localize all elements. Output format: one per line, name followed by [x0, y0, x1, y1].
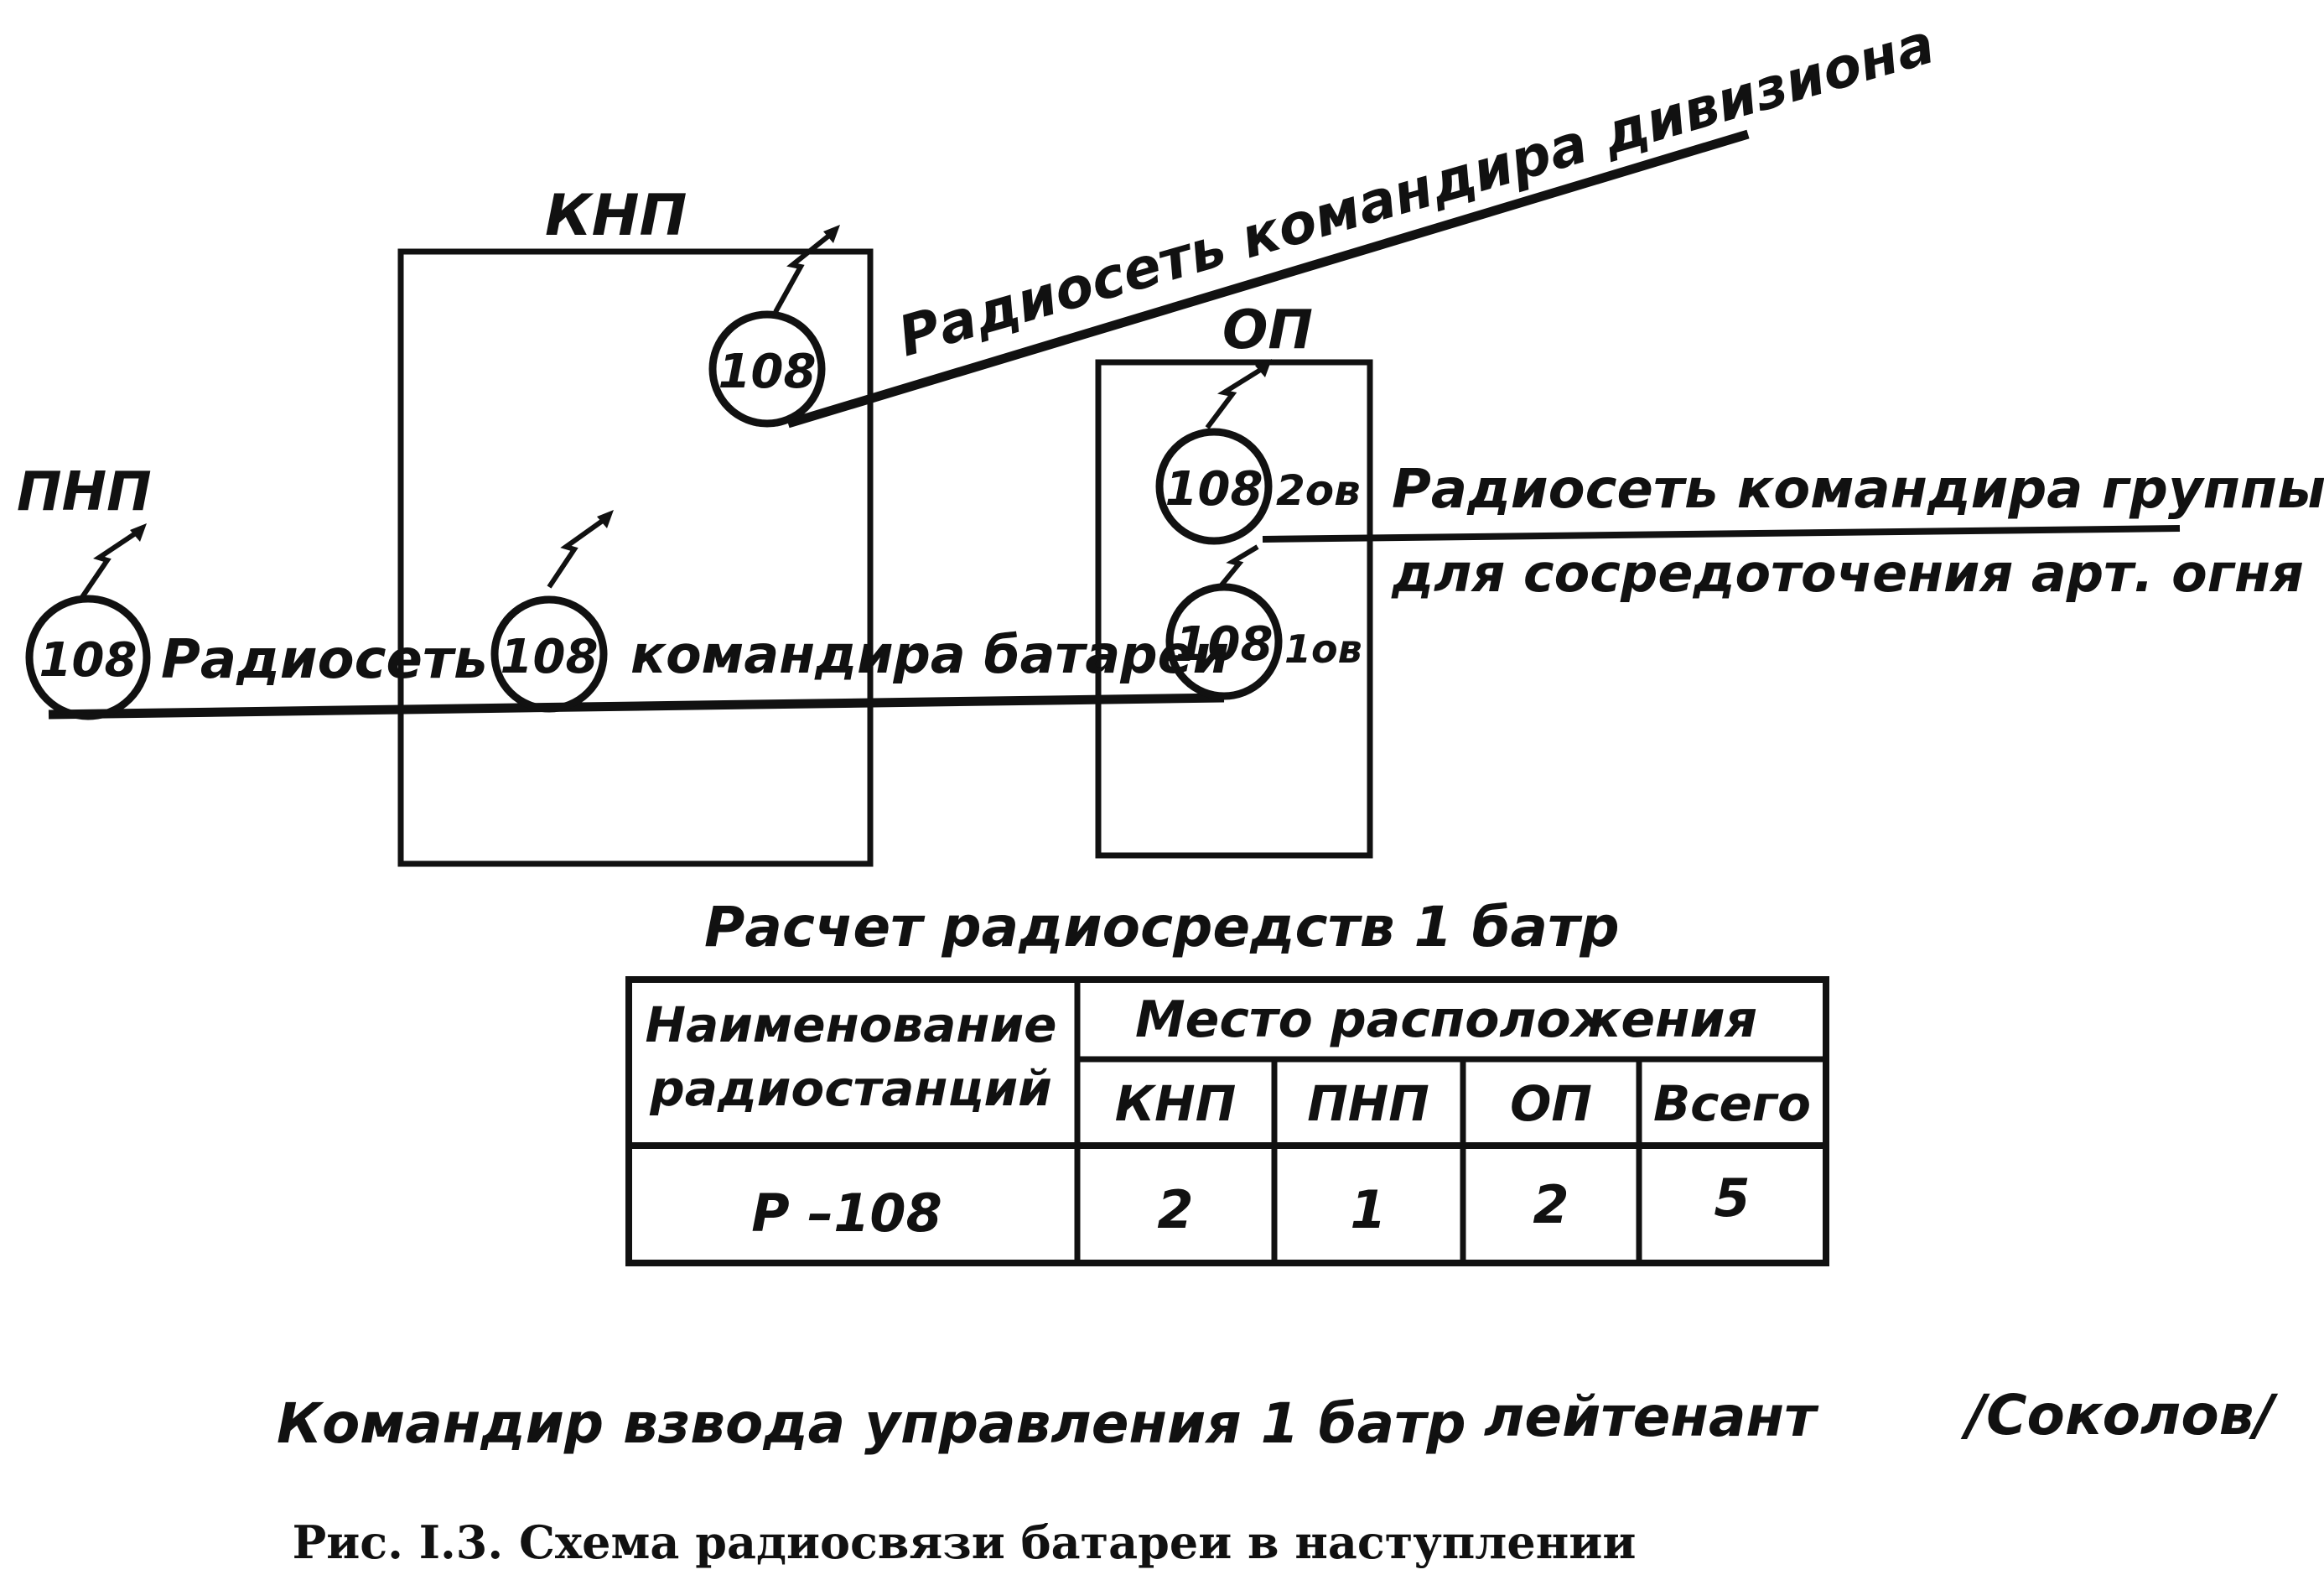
- op-box: [1095, 359, 1373, 859]
- station-op-upper-circle: [1155, 428, 1273, 545]
- signature-rank: лейтенант: [1484, 1385, 1819, 1449]
- battery-net-label-part1: Радиосеть: [161, 629, 488, 691]
- antenna-knp-lower-tip-icon: [597, 510, 614, 528]
- station-op-lower-circle: [1165, 583, 1283, 700]
- antenna-knp-upper-icon: [773, 232, 832, 314]
- division-net-label: Радиосеть командира дивизиона: [891, 11, 1941, 369]
- table-cell-pnp: 1: [1350, 1179, 1386, 1240]
- station-knp-lower-label: 108: [501, 630, 599, 684]
- table-row-name: Р –108: [751, 1182, 942, 1244]
- signature-name: /Соколов/: [1960, 1383, 2278, 1447]
- table-cell-total: 5: [1714, 1167, 1750, 1229]
- antenna-knp-lower-icon: [547, 517, 605, 589]
- group-net-label-line2: для сосредоточения арт. огня: [1391, 543, 2304, 604]
- pnp-label: ПНП: [17, 461, 152, 523]
- station-pnp-circle: [25, 595, 151, 720]
- table-outline: [625, 976, 1829, 1266]
- antenna-op-upper-icon: [1205, 366, 1263, 429]
- op-label: ОП: [1222, 299, 1313, 361]
- table-header-place: Место расположения: [1135, 990, 1757, 1049]
- radio-table: Наименование радиостанций Место располож…: [625, 976, 1829, 1266]
- antenna-pnp-tip-icon: [130, 523, 147, 542]
- group-net-line: [1262, 525, 2181, 543]
- antenna-knp-upper-tip-icon: [823, 225, 840, 243]
- table-cell-op: 2: [1533, 1174, 1569, 1235]
- station-op-lower-label: 108: [1175, 617, 1274, 672]
- signature-position: Командир взвода управления 1 батр: [277, 1391, 1466, 1456]
- division-net-line: [786, 129, 1750, 429]
- antenna-op-lower-icon: [1217, 544, 1259, 589]
- station-knp-upper-label: 108: [718, 345, 817, 399]
- antenna-pnp-icon: [80, 530, 138, 599]
- table-col-pnp: ПНП: [1307, 1075, 1429, 1132]
- figure-caption: Рис. I.3. Схема радиосвязи батареи в нас…: [293, 1515, 1637, 1569]
- table-header-name-line1: Наименование: [646, 996, 1057, 1053]
- group-net-label-line1: Радиосеть командира группы: [1392, 459, 2324, 521]
- station-pnp-label: 108: [39, 633, 137, 688]
- table-title: Расчет радиосредств 1 батр: [704, 895, 1620, 959]
- op-note-lower: 1ов: [1284, 626, 1362, 672]
- table-cell-knp: 2: [1157, 1179, 1193, 1240]
- knp-label: КНП: [545, 183, 687, 249]
- battery-net-label-part2: командира батареи: [630, 624, 1229, 685]
- table-col-total: Всего: [1653, 1075, 1811, 1132]
- table-col-knp: КНП: [1115, 1075, 1237, 1132]
- station-op-upper-label: 108: [1165, 462, 1263, 517]
- station-knp-lower-circle: [490, 595, 608, 713]
- table-col-op: ОП: [1510, 1075, 1592, 1132]
- op-note-upper: 2ов: [1276, 466, 1361, 515]
- antenna-op-upper-tip-icon: [1255, 359, 1272, 377]
- table-header-name-line2: радиостанций: [649, 1060, 1051, 1117]
- knp-box: [397, 248, 874, 867]
- battery-net-line: [48, 693, 1225, 720]
- station-knp-upper-circle: [708, 310, 826, 428]
